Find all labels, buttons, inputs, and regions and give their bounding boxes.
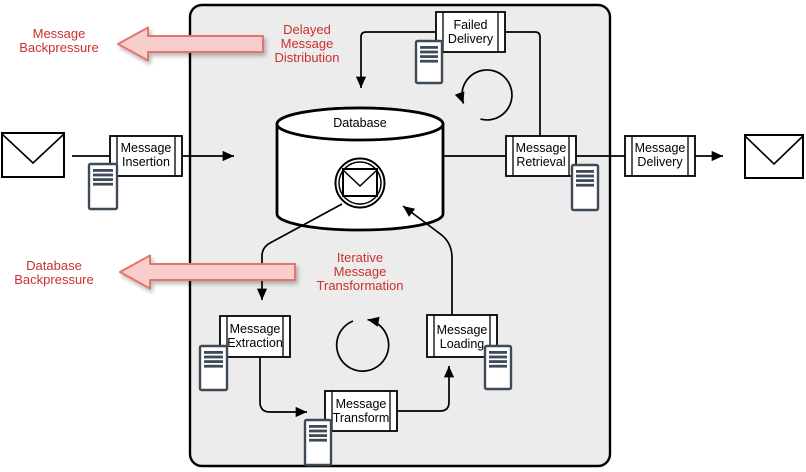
document-icon [303, 418, 333, 467]
document-icon [414, 39, 444, 85]
iterative-message-transformation-text: Message [334, 264, 387, 279]
failed-delivery-label: Delivery [448, 32, 494, 46]
connector-failed-delivery-to-database [355, 31, 436, 88]
message-loading-label: Loading [440, 337, 485, 351]
delayed-message-distribution-text: Delayed [283, 22, 331, 37]
system-boundary-container [188, 3, 612, 468]
message-transform-label: Transform [333, 411, 390, 425]
iterative-message-transformation-text: Transformation [317, 278, 404, 293]
destination-envelope-icon [744, 134, 804, 179]
message-delivery-label: Message [635, 141, 686, 155]
message-retrieval-label: Message [516, 141, 567, 155]
circular-arrow-icon [454, 69, 513, 121]
message-extraction-label: Extraction [227, 336, 283, 350]
failed-delivery-label: Failed [453, 18, 487, 32]
database-backpressure-annotation: Database Backpressure [14, 258, 93, 287]
iterative-message-transformation-annotation: Iterative Message Transformation [317, 250, 404, 293]
connector-database-to-extraction [256, 203, 343, 300]
iterative-message-transformation-text: Iterative [337, 250, 383, 265]
message-backpressure-annotation: Message Backpressure [19, 26, 98, 55]
message-transform-label: Message [336, 397, 387, 411]
message-insertion-label: Insertion [122, 155, 170, 169]
connector-loading-to-database [402, 205, 453, 315]
delayed-message-distribution-annotation: Delayed Message Distribution [274, 22, 339, 65]
document-icon [198, 344, 229, 392]
delayed-message-distribution-text: Message [281, 36, 334, 51]
message-loading-label: Message [437, 323, 488, 337]
message-extraction-node: Message Extraction [219, 315, 291, 358]
database-label: Database [333, 116, 387, 130]
database-backpressure-arrow-icon [119, 254, 296, 290]
document-icon [87, 162, 119, 211]
database-backpressure-text: Database [26, 258, 82, 273]
message-retrieval-node: Message Retrieval [505, 135, 577, 177]
message-insertion-node: Message Insertion [109, 135, 183, 177]
message-transform-node: Message Transform [324, 390, 398, 432]
message-extraction-label: Message [230, 322, 281, 336]
delayed-message-distribution-text: Distribution [274, 50, 339, 65]
document-icon [570, 163, 600, 212]
failed-delivery-node: Failed Delivery [435, 11, 506, 53]
message-delivery-node: Message Delivery [624, 135, 696, 177]
circular-arrow-icon [335, 316, 390, 372]
message-retrieval-label: Retrieval [516, 155, 565, 169]
database-envelope-icon [334, 157, 386, 209]
message-insertion-label: Message [121, 141, 172, 155]
document-icon [483, 344, 513, 391]
database-backpressure-text: Backpressure [14, 272, 93, 287]
message-backpressure-text: Backpressure [19, 40, 98, 55]
message-backpressure-arrow-icon [117, 26, 264, 62]
message-delivery-label: Delivery [637, 155, 683, 169]
message-backpressure-text: Message [33, 26, 86, 41]
connector-failed-delivery-to-retrieval [505, 31, 541, 136]
connector-transform-to-loading [397, 366, 455, 412]
connector-extraction-to-transform [259, 357, 307, 418]
source-envelope-icon [1, 132, 65, 178]
